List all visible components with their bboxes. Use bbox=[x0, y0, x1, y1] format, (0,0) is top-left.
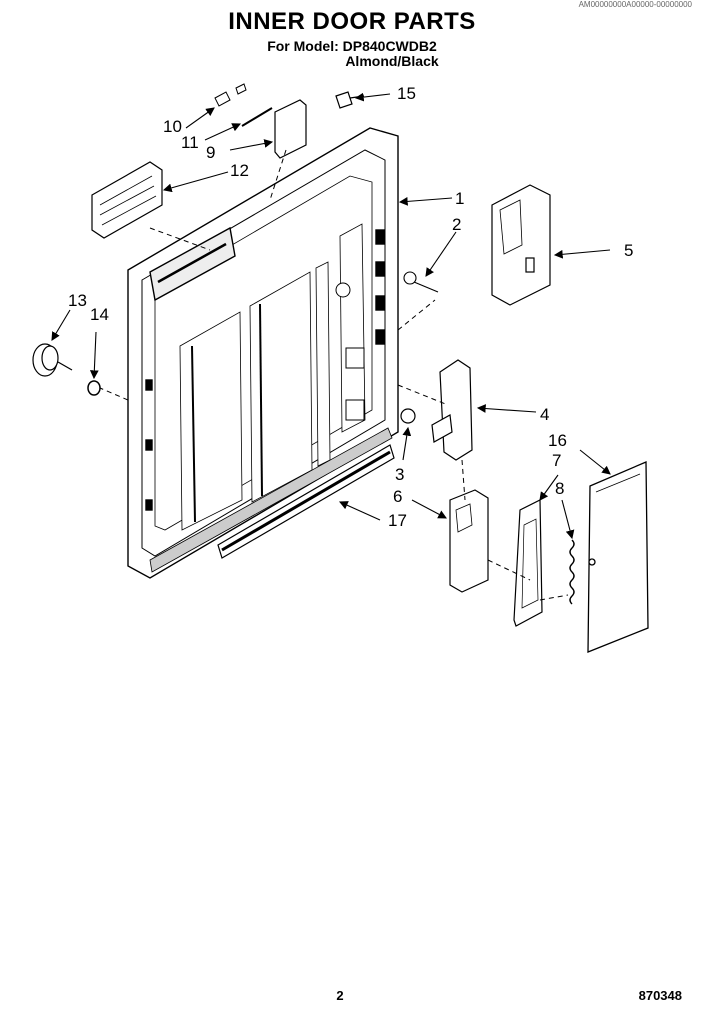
page-title: INNER DOOR PARTS bbox=[228, 8, 476, 35]
callout-6: 6 bbox=[393, 487, 402, 506]
inner-door-panel bbox=[127, 127, 399, 579]
latch-housing bbox=[491, 184, 551, 306]
pin-part bbox=[241, 107, 273, 127]
model-line: For Model: DP840CWDB2 bbox=[267, 38, 437, 54]
washer-part bbox=[87, 380, 101, 396]
cover-plate bbox=[274, 99, 307, 159]
spring-part bbox=[569, 539, 575, 605]
color-line: Almond/Black bbox=[345, 53, 439, 69]
callout-11: 11 bbox=[181, 133, 199, 152]
callout-2: 2 bbox=[452, 215, 461, 234]
side-panel bbox=[587, 461, 649, 653]
callout-8: 8 bbox=[555, 479, 564, 498]
callout-labels: 1 2 3 4 5 6 7 8 9 10 11 12 13 14 15 16 1… bbox=[68, 84, 633, 530]
bottom-vent-strip bbox=[217, 444, 395, 559]
bumper-part bbox=[400, 408, 416, 424]
callout-4: 4 bbox=[540, 405, 549, 424]
callout-7: 7 bbox=[552, 451, 561, 470]
callout-9: 9 bbox=[206, 143, 215, 162]
callout-1: 1 bbox=[455, 189, 464, 208]
callout-5: 5 bbox=[624, 241, 633, 260]
callout-14: 14 bbox=[90, 305, 109, 324]
knob-part bbox=[32, 343, 73, 377]
lower-latch bbox=[449, 489, 489, 593]
vent-grille bbox=[91, 161, 163, 239]
hinge-spring bbox=[403, 271, 439, 293]
callout-15: 15 bbox=[397, 84, 416, 103]
assembly-lines bbox=[99, 149, 569, 601]
callout-10: 10 bbox=[163, 117, 182, 136]
callout-3: 3 bbox=[395, 465, 404, 484]
slide-bracket bbox=[513, 499, 543, 627]
callout-17: 17 bbox=[388, 511, 407, 530]
leader-arrows bbox=[51, 92, 611, 540]
latch-arm bbox=[431, 359, 473, 461]
clip-part bbox=[214, 83, 247, 107]
callout-13: 13 bbox=[68, 291, 87, 310]
part-code: 870348 bbox=[638, 988, 682, 1003]
callout-16: 16 bbox=[548, 431, 567, 450]
page-number: 2 bbox=[336, 988, 344, 1003]
callout-12: 12 bbox=[230, 161, 249, 180]
screw-part bbox=[335, 91, 365, 109]
document-reference: AM00000000A00000-00000000 bbox=[578, 0, 692, 9]
